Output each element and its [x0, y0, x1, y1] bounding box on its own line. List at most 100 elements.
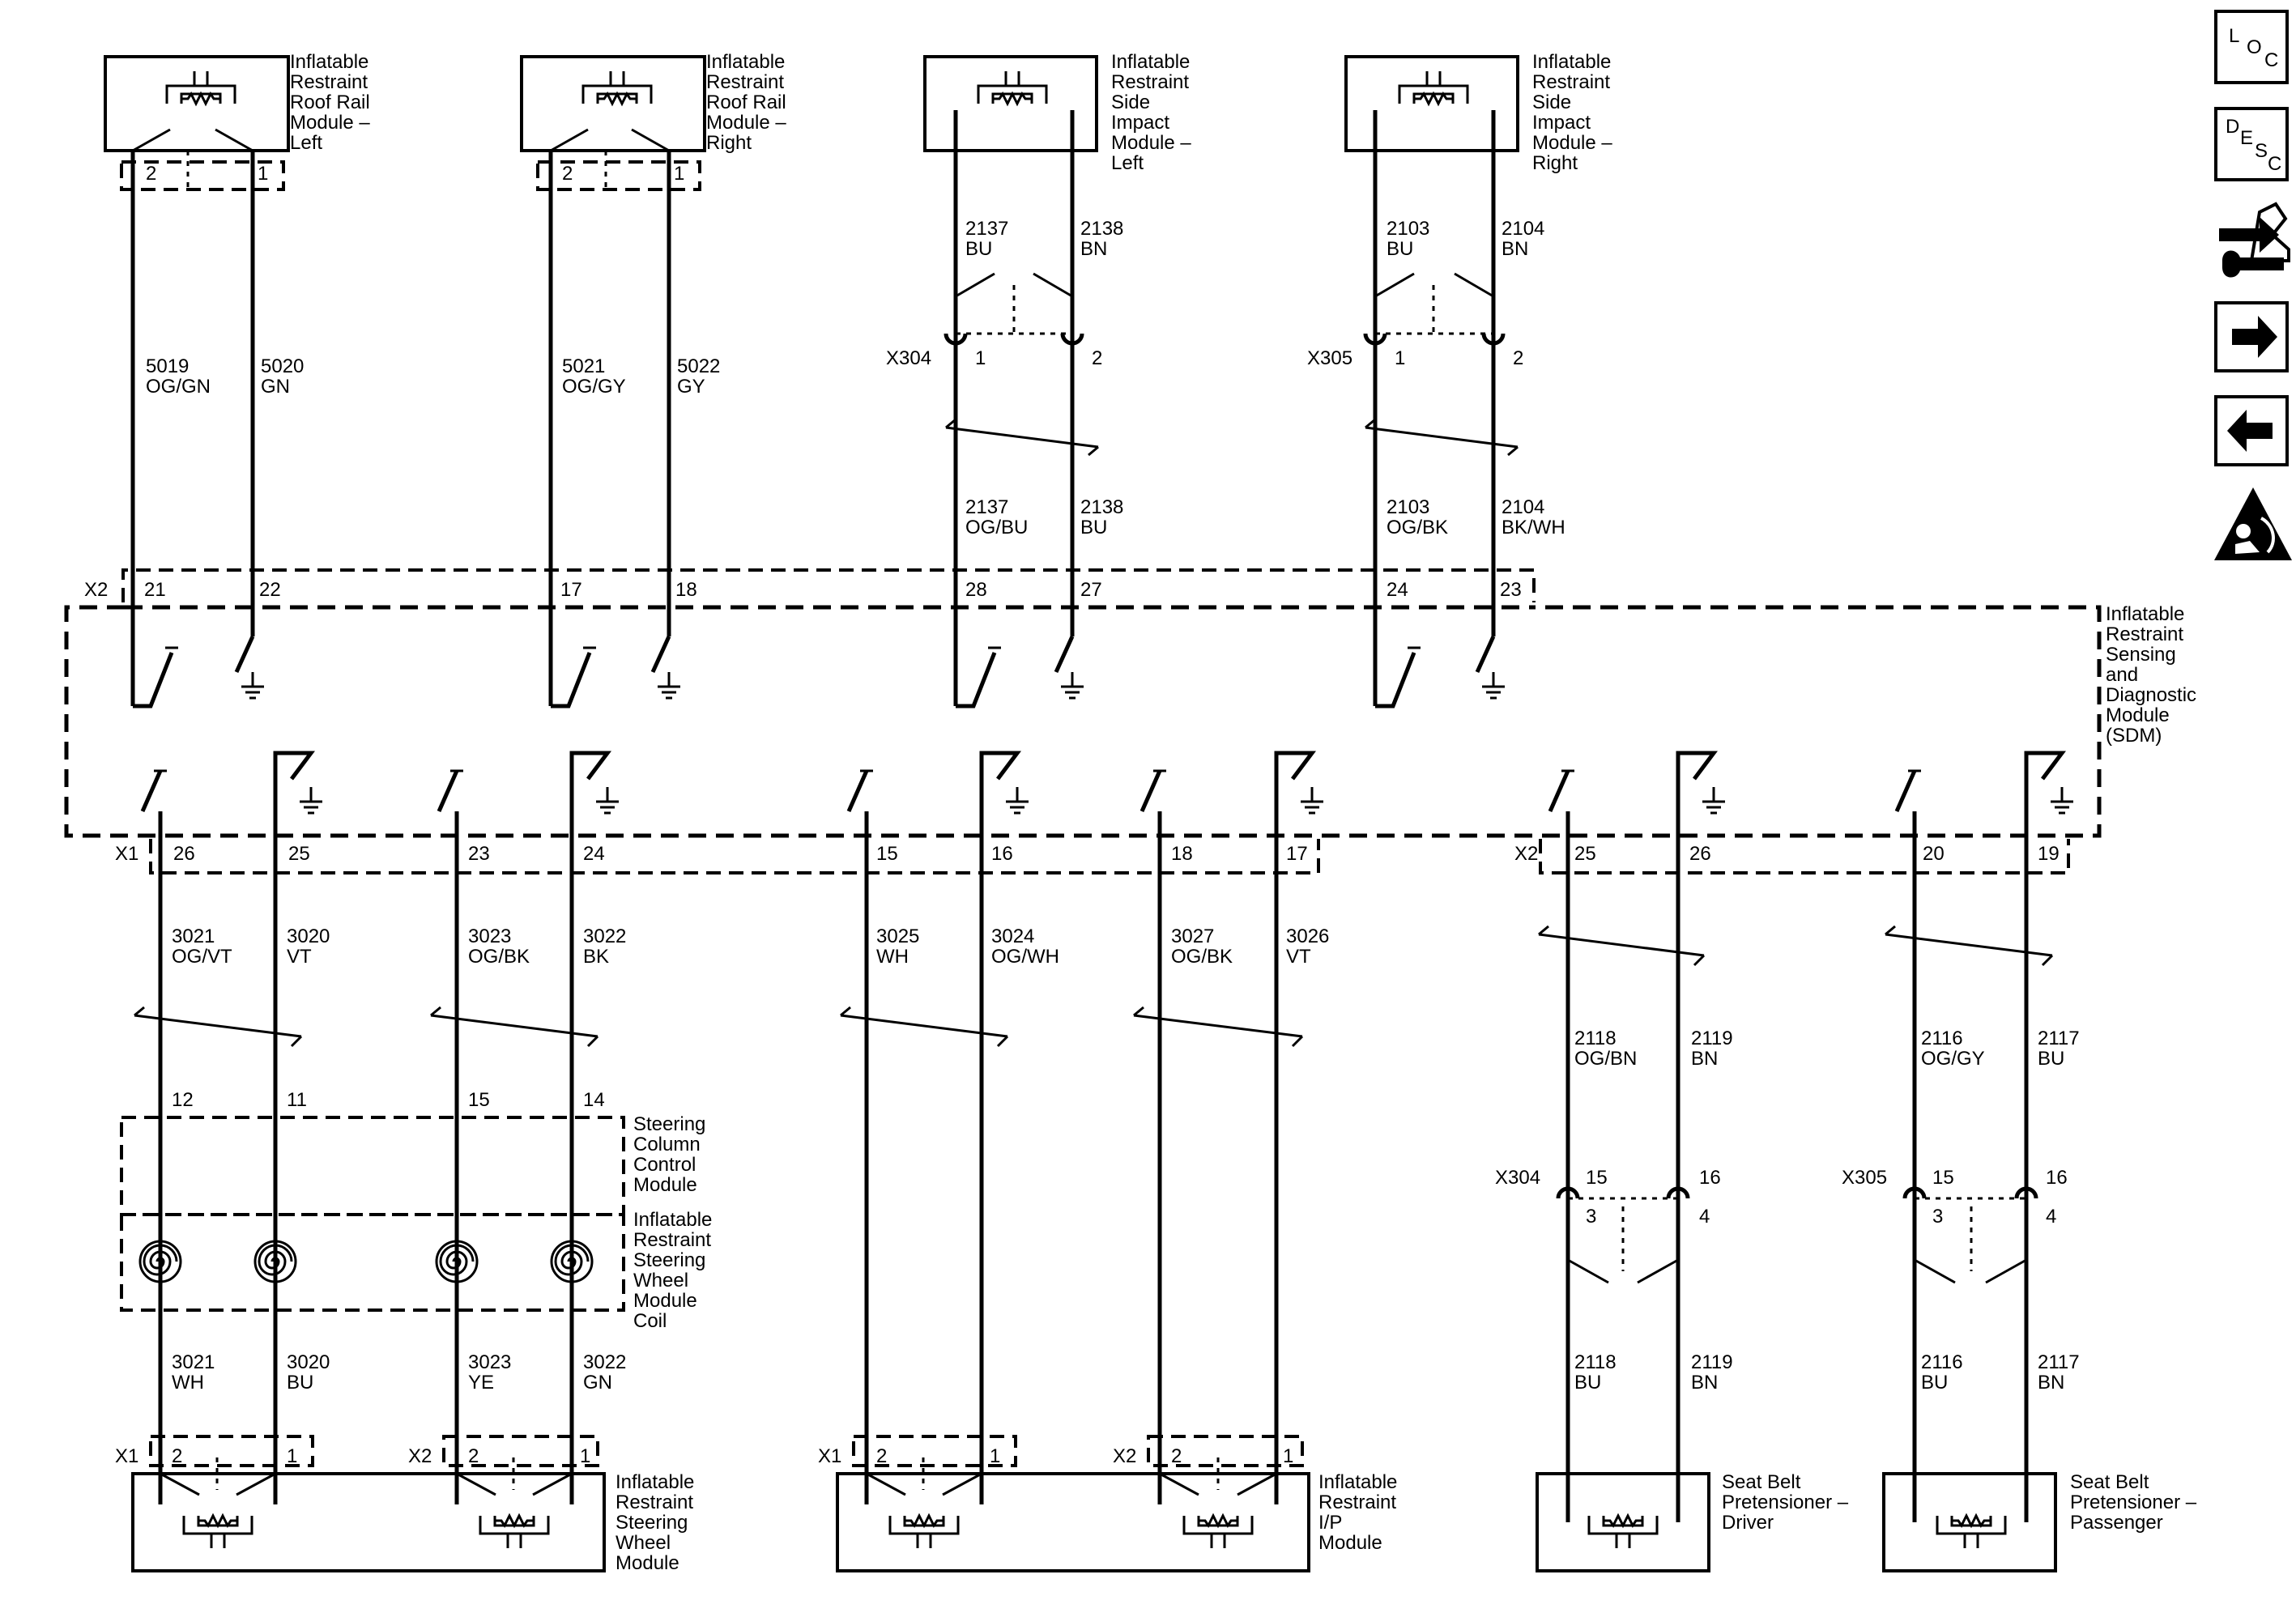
connector-label: X1	[115, 1445, 138, 1467]
pin: 2	[172, 1445, 182, 1467]
pin: 2	[1171, 1445, 1182, 1467]
pin: 4	[2046, 1206, 2056, 1228]
svg-text:O: O	[2247, 36, 2262, 58]
pin: 19	[2038, 843, 2060, 865]
pin: 12	[172, 1089, 194, 1111]
pin: 26	[1689, 843, 1711, 865]
pin: 2	[146, 163, 156, 185]
pin: 2	[1092, 347, 1102, 369]
pin: 15	[876, 843, 898, 865]
pin: 21	[144, 579, 166, 601]
pin: 2	[562, 163, 573, 185]
pin: 1	[674, 163, 684, 185]
connector-label: X305	[1307, 347, 1352, 369]
previous-page-arrow-icon[interactable]	[2214, 395, 2289, 466]
pin: 2	[468, 1445, 479, 1467]
pin: 25	[1574, 843, 1596, 865]
nav-toolbar: L O C D E S C	[2214, 10, 2292, 560]
pin: 26	[173, 843, 195, 865]
connector-label: X305	[1842, 1167, 1887, 1189]
connector-label: X304	[1495, 1167, 1540, 1189]
connector-label: X304	[886, 347, 931, 369]
description-icon[interactable]: D E S C	[2214, 107, 2289, 181]
pin: 23	[1500, 579, 1522, 601]
pin: 18	[675, 579, 697, 601]
pin: 11	[287, 1089, 307, 1111]
svg-text:S: S	[2255, 140, 2268, 162]
pin: 1	[580, 1445, 590, 1467]
pin: 1	[1395, 347, 1405, 369]
svg-text:E: E	[2240, 127, 2253, 149]
pin: 3	[1586, 1206, 1596, 1228]
connector-label: X2	[1113, 1445, 1136, 1467]
pin: 2	[1513, 347, 1523, 369]
pin: 17	[1286, 843, 1308, 865]
pin: 2	[876, 1445, 887, 1467]
connector-label: X2	[1514, 843, 1538, 865]
svg-text:L: L	[2229, 25, 2239, 47]
pin: 15	[468, 1089, 490, 1111]
connector-label: X2	[84, 579, 108, 601]
pin: 16	[2046, 1167, 2068, 1189]
pin: 1	[990, 1445, 1000, 1467]
pin: 1	[975, 347, 986, 369]
next-page-arrow-icon[interactable]	[2214, 301, 2289, 372]
svg-text:C: C	[2268, 153, 2281, 175]
sdm-switches-top	[133, 635, 1506, 709]
pin: 17	[560, 579, 582, 601]
svg-text:C: C	[2264, 49, 2278, 71]
component-locator-icon[interactable]: L O C	[2214, 10, 2289, 84]
sdm-module: X2 21 22 17 18 28 27 24 23 X1 26 25 23 2…	[64, 568, 2196, 874]
pin: 16	[991, 843, 1013, 865]
pin: 23	[468, 843, 490, 865]
pin: 3	[1932, 1206, 1943, 1228]
pin: 27	[1080, 579, 1102, 601]
airbag-warning-icon[interactable]	[2214, 487, 2292, 560]
pin: 4	[1699, 1206, 1710, 1228]
pin: 1	[287, 1445, 297, 1467]
pin: 24	[583, 843, 605, 865]
connector-repair-icon[interactable]	[2219, 202, 2290, 278]
pin: 14	[583, 1089, 605, 1111]
pin: 22	[259, 579, 281, 601]
